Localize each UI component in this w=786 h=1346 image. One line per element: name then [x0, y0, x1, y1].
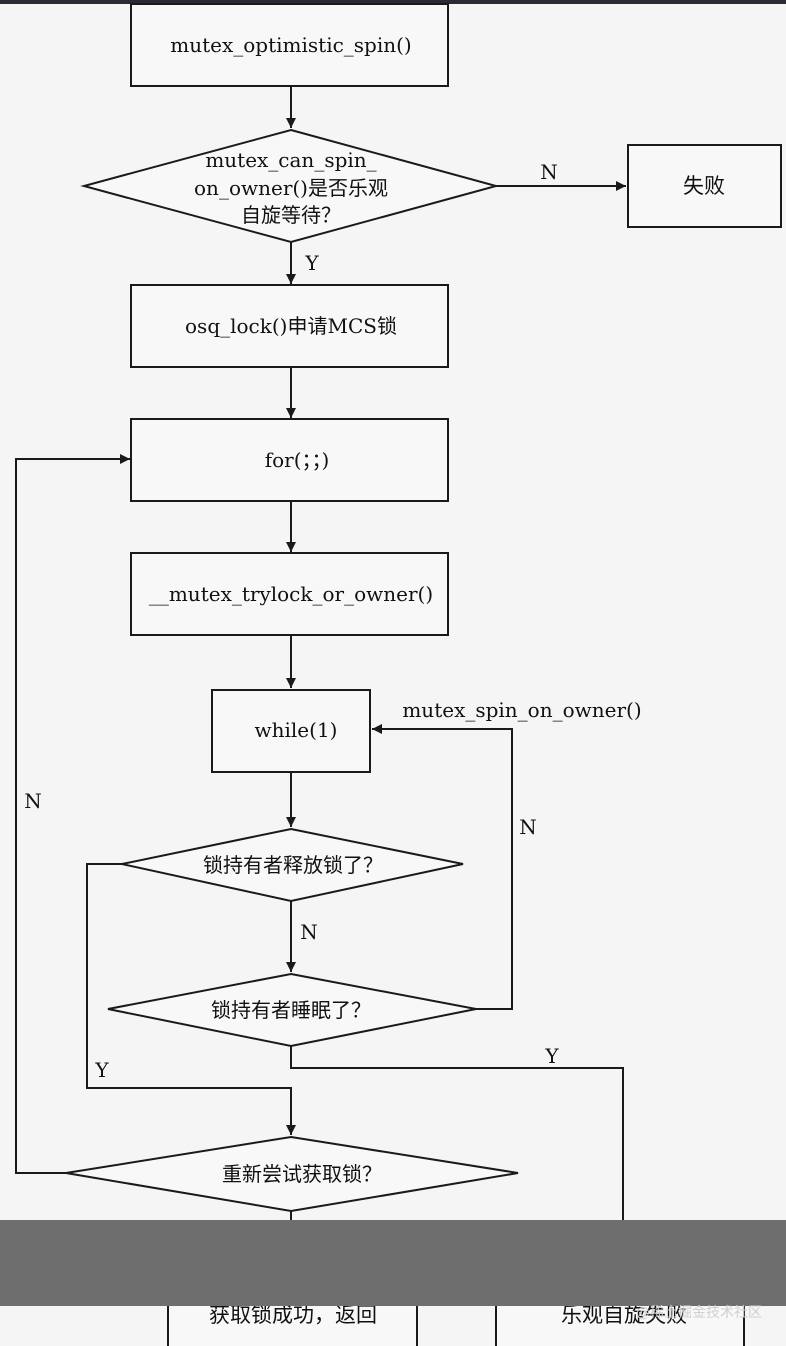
node-trylock-or-owner — [130, 552, 449, 636]
node-can-spin-label-line1: mutex_can_spin_ — [205, 148, 376, 172]
node-can-spin-decision — [80, 128, 500, 244]
node-while — [211, 689, 371, 773]
label-n-released: N — [300, 920, 318, 944]
edge-retry-no-to-for — [15, 454, 130, 1174]
node-trylock-or-owner-label: __mutex_trylock_or_owner() — [149, 582, 433, 606]
label-n-to-fail: N — [540, 160, 558, 184]
label-y-sleeping: Y — [544, 1044, 559, 1068]
node-fail — [627, 144, 782, 228]
node-acquire-success-label: 获取锁成功，返回 — [209, 1303, 377, 1327]
node-owner-sleeping-label: 锁持有者睡眠了？ — [211, 998, 371, 1022]
node-retry-label: 重新尝试获取锁？ — [222, 1162, 382, 1186]
node-for-loop — [130, 418, 449, 502]
edge-released-yes-to-retry — [86, 863, 296, 1135]
edge-sleeping-loop-to-while — [372, 724, 513, 1010]
node-while-label: while(1) — [255, 718, 338, 742]
node-owner-released-label: 锁持有者释放锁了？ — [203, 853, 383, 877]
label-y-to-osq: Y — [304, 251, 319, 275]
node-osq-lock — [130, 284, 449, 368]
node-osq-lock-label: osq_lock()申请MCS锁 — [185, 314, 397, 338]
label-y-released: Y — [94, 1058, 109, 1082]
label-n-sleep-loop: N — [519, 815, 537, 839]
node-owner-released-decision — [121, 827, 464, 903]
label-mutex-spin-on-owner: mutex_spin_on_owner() — [402, 698, 641, 722]
node-mutex-optimistic-spin — [130, 3, 449, 87]
node-can-spin-label-line3: 自旋等待？ — [241, 203, 341, 227]
top-bar — [0, 0, 786, 4]
node-can-spin-label-line2: on_owner()是否乐观 — [194, 176, 388, 200]
node-mutex-optimistic-spin-label: mutex_optimistic_spin() — [170, 33, 411, 57]
node-fail-label: 失败 — [683, 174, 725, 198]
label-n-retry-loop: N — [24, 789, 42, 813]
node-owner-sleeping-decision — [107, 972, 477, 1048]
edges — [15, 86, 628, 1276]
edge-sleeping-yes-to-spinfail — [290, 1046, 628, 1276]
watermark: @稀土掘金技术社区 — [636, 1305, 762, 1321]
node-spin-failed-label: 乐观自旋失败 — [561, 1303, 687, 1327]
node-for-loop-label: for(；；) — [265, 448, 330, 472]
node-retry-decision — [65, 1135, 519, 1213]
dim-overlay-band — [0, 1220, 786, 1306]
